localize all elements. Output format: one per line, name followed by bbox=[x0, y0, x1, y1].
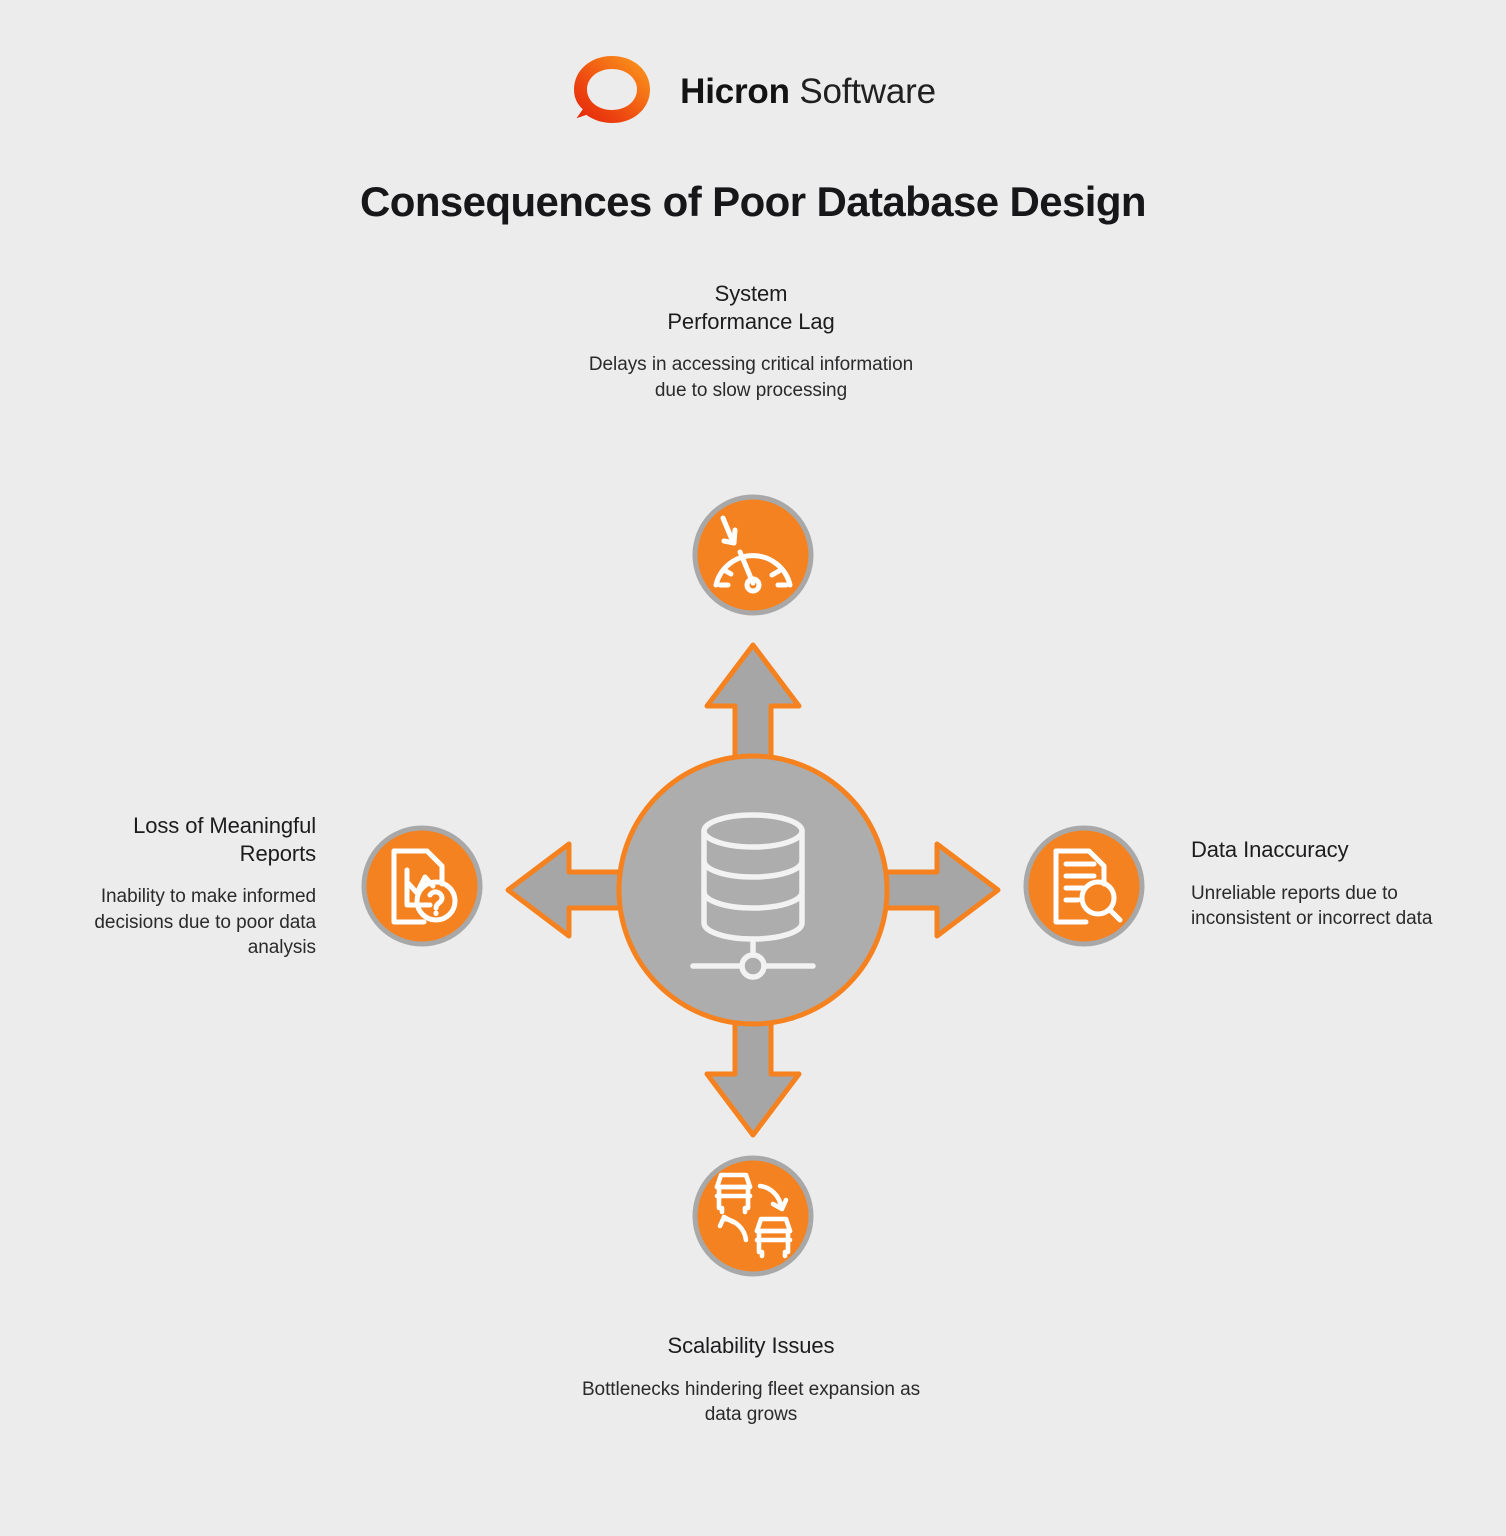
speedometer-down-arrow-icon bbox=[713, 515, 793, 594]
document-magnifier-icon bbox=[1053, 848, 1123, 925]
node-description: Delays in accessing critical information… bbox=[588, 354, 914, 401]
node-text-system-performance-lag: System Performance Lag Delays in accessi… bbox=[573, 280, 929, 403]
brand-logo: Hicron Software bbox=[0, 52, 1506, 130]
page-title: Consequences of Poor Database Design bbox=[360, 178, 1147, 225]
vehicle-exchange-arrows-icon bbox=[714, 1172, 793, 1259]
brand-name-light: Software bbox=[799, 71, 936, 111]
node-icon-circle-bottom bbox=[692, 1155, 814, 1277]
node-text-scalability-issues: Scalability Issues Bottlenecks hindering… bbox=[573, 1332, 929, 1428]
node-description: Bottlenecks hindering fleet expansion as… bbox=[581, 1378, 921, 1426]
chart-document-question-icon bbox=[391, 848, 458, 925]
node-heading: System Performance Lag bbox=[667, 281, 835, 334]
node-description: Inability to make informed decisions due… bbox=[94, 886, 316, 959]
node-text-data-inaccuracy: Data Inaccuracy Unreliable reports due t… bbox=[1191, 836, 1453, 932]
node-heading: Scalability Issues bbox=[667, 1333, 835, 1358]
node-text-loss-of-meaningful-reports: Loss of Meaningful Reports Inability to … bbox=[60, 812, 316, 961]
node-heading: Loss of Meaningful Reports bbox=[133, 813, 316, 866]
center-hub-circle bbox=[616, 753, 890, 1027]
database-server-icon bbox=[690, 812, 816, 980]
brand-name-bold: Hicron bbox=[680, 71, 790, 111]
node-heading: Data Inaccuracy bbox=[1191, 837, 1349, 862]
node-description: Unreliable reports due to inconsistent o… bbox=[1191, 882, 1433, 930]
brand-wordmark: Hicron Software bbox=[680, 74, 936, 109]
hicron-speech-bubble-ring-icon bbox=[574, 56, 651, 123]
